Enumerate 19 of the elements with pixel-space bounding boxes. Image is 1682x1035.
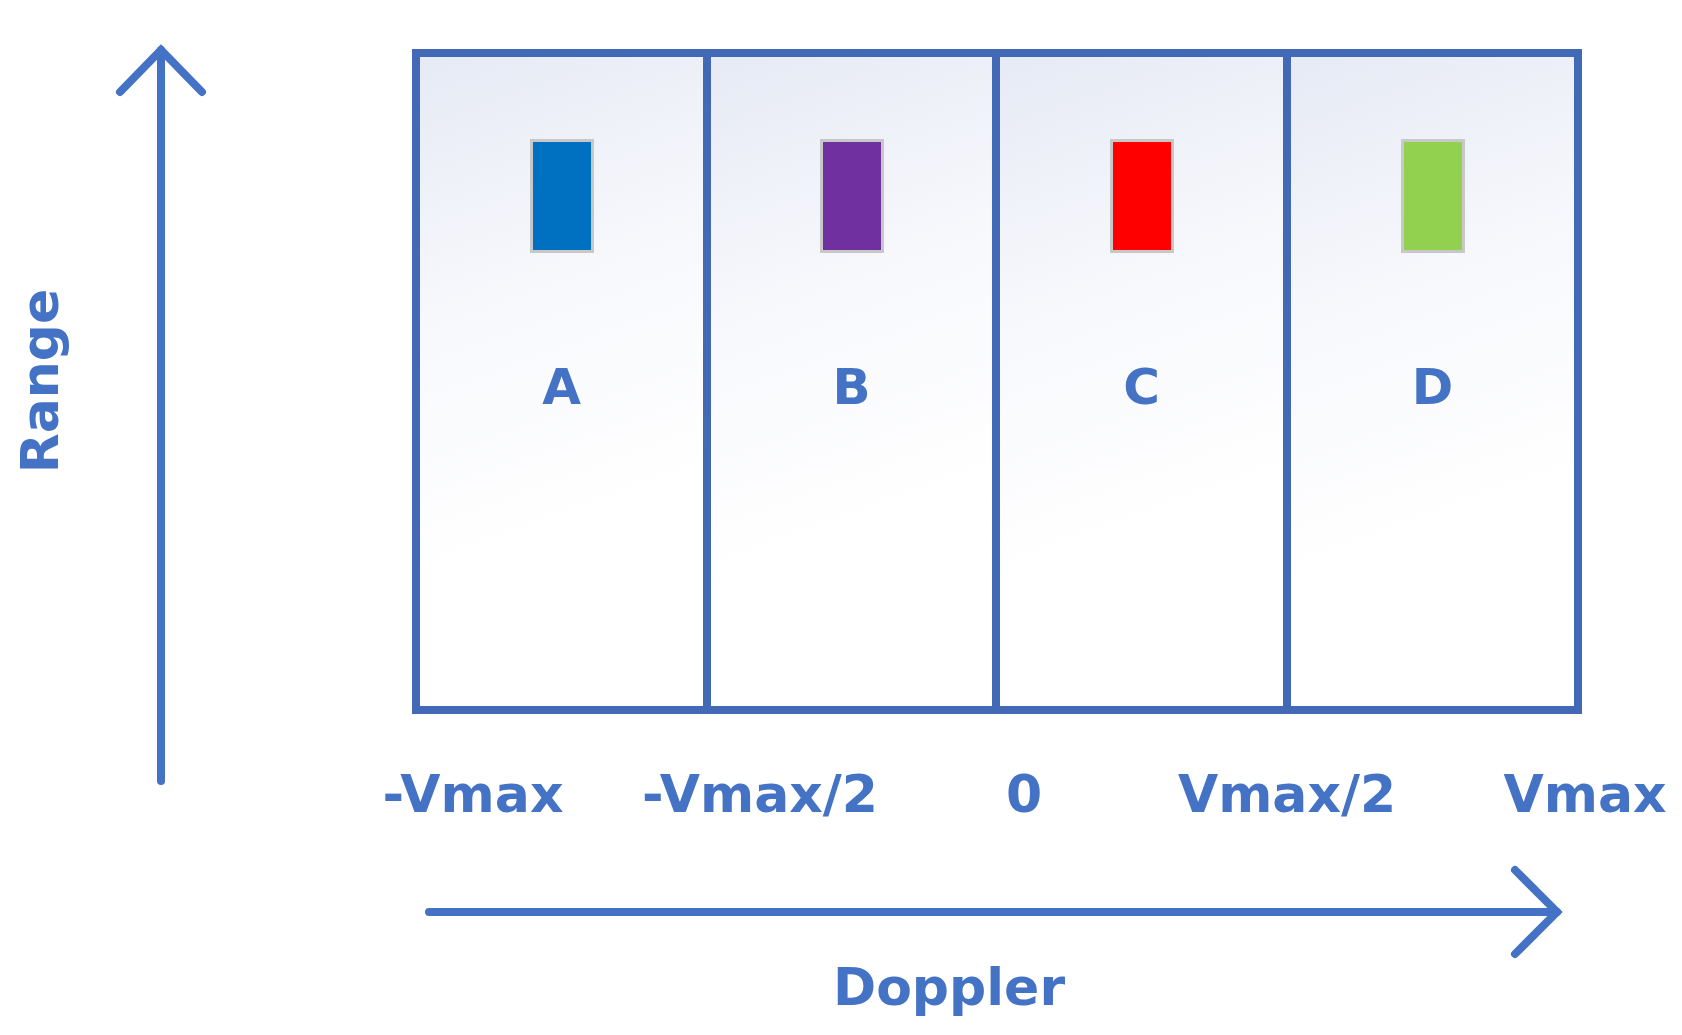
axis-title: Doppler [832, 957, 1066, 1017]
target-marker [1109, 139, 1174, 253]
target-marker [529, 139, 594, 253]
doppler-bin-box [412, 49, 703, 714]
bin-label: D [1410, 357, 1455, 417]
doppler-bin-box [992, 49, 1283, 714]
target-marker [1400, 139, 1465, 253]
doppler-bin-box [703, 49, 992, 714]
tick-label: -Vmax [382, 764, 564, 824]
tick-label: Vmax/2 [1177, 764, 1397, 824]
tick-label: Vmax [1503, 764, 1667, 824]
doppler-bin-box [1283, 49, 1582, 714]
bin-label: A [541, 357, 582, 417]
tick-label: 0 [1005, 764, 1043, 824]
bin-label: B [831, 357, 872, 417]
axis-title: Range [10, 288, 70, 474]
tick-label: -Vmax/2 [642, 764, 878, 824]
bin-label: C [1122, 357, 1161, 417]
target-marker [819, 139, 884, 253]
